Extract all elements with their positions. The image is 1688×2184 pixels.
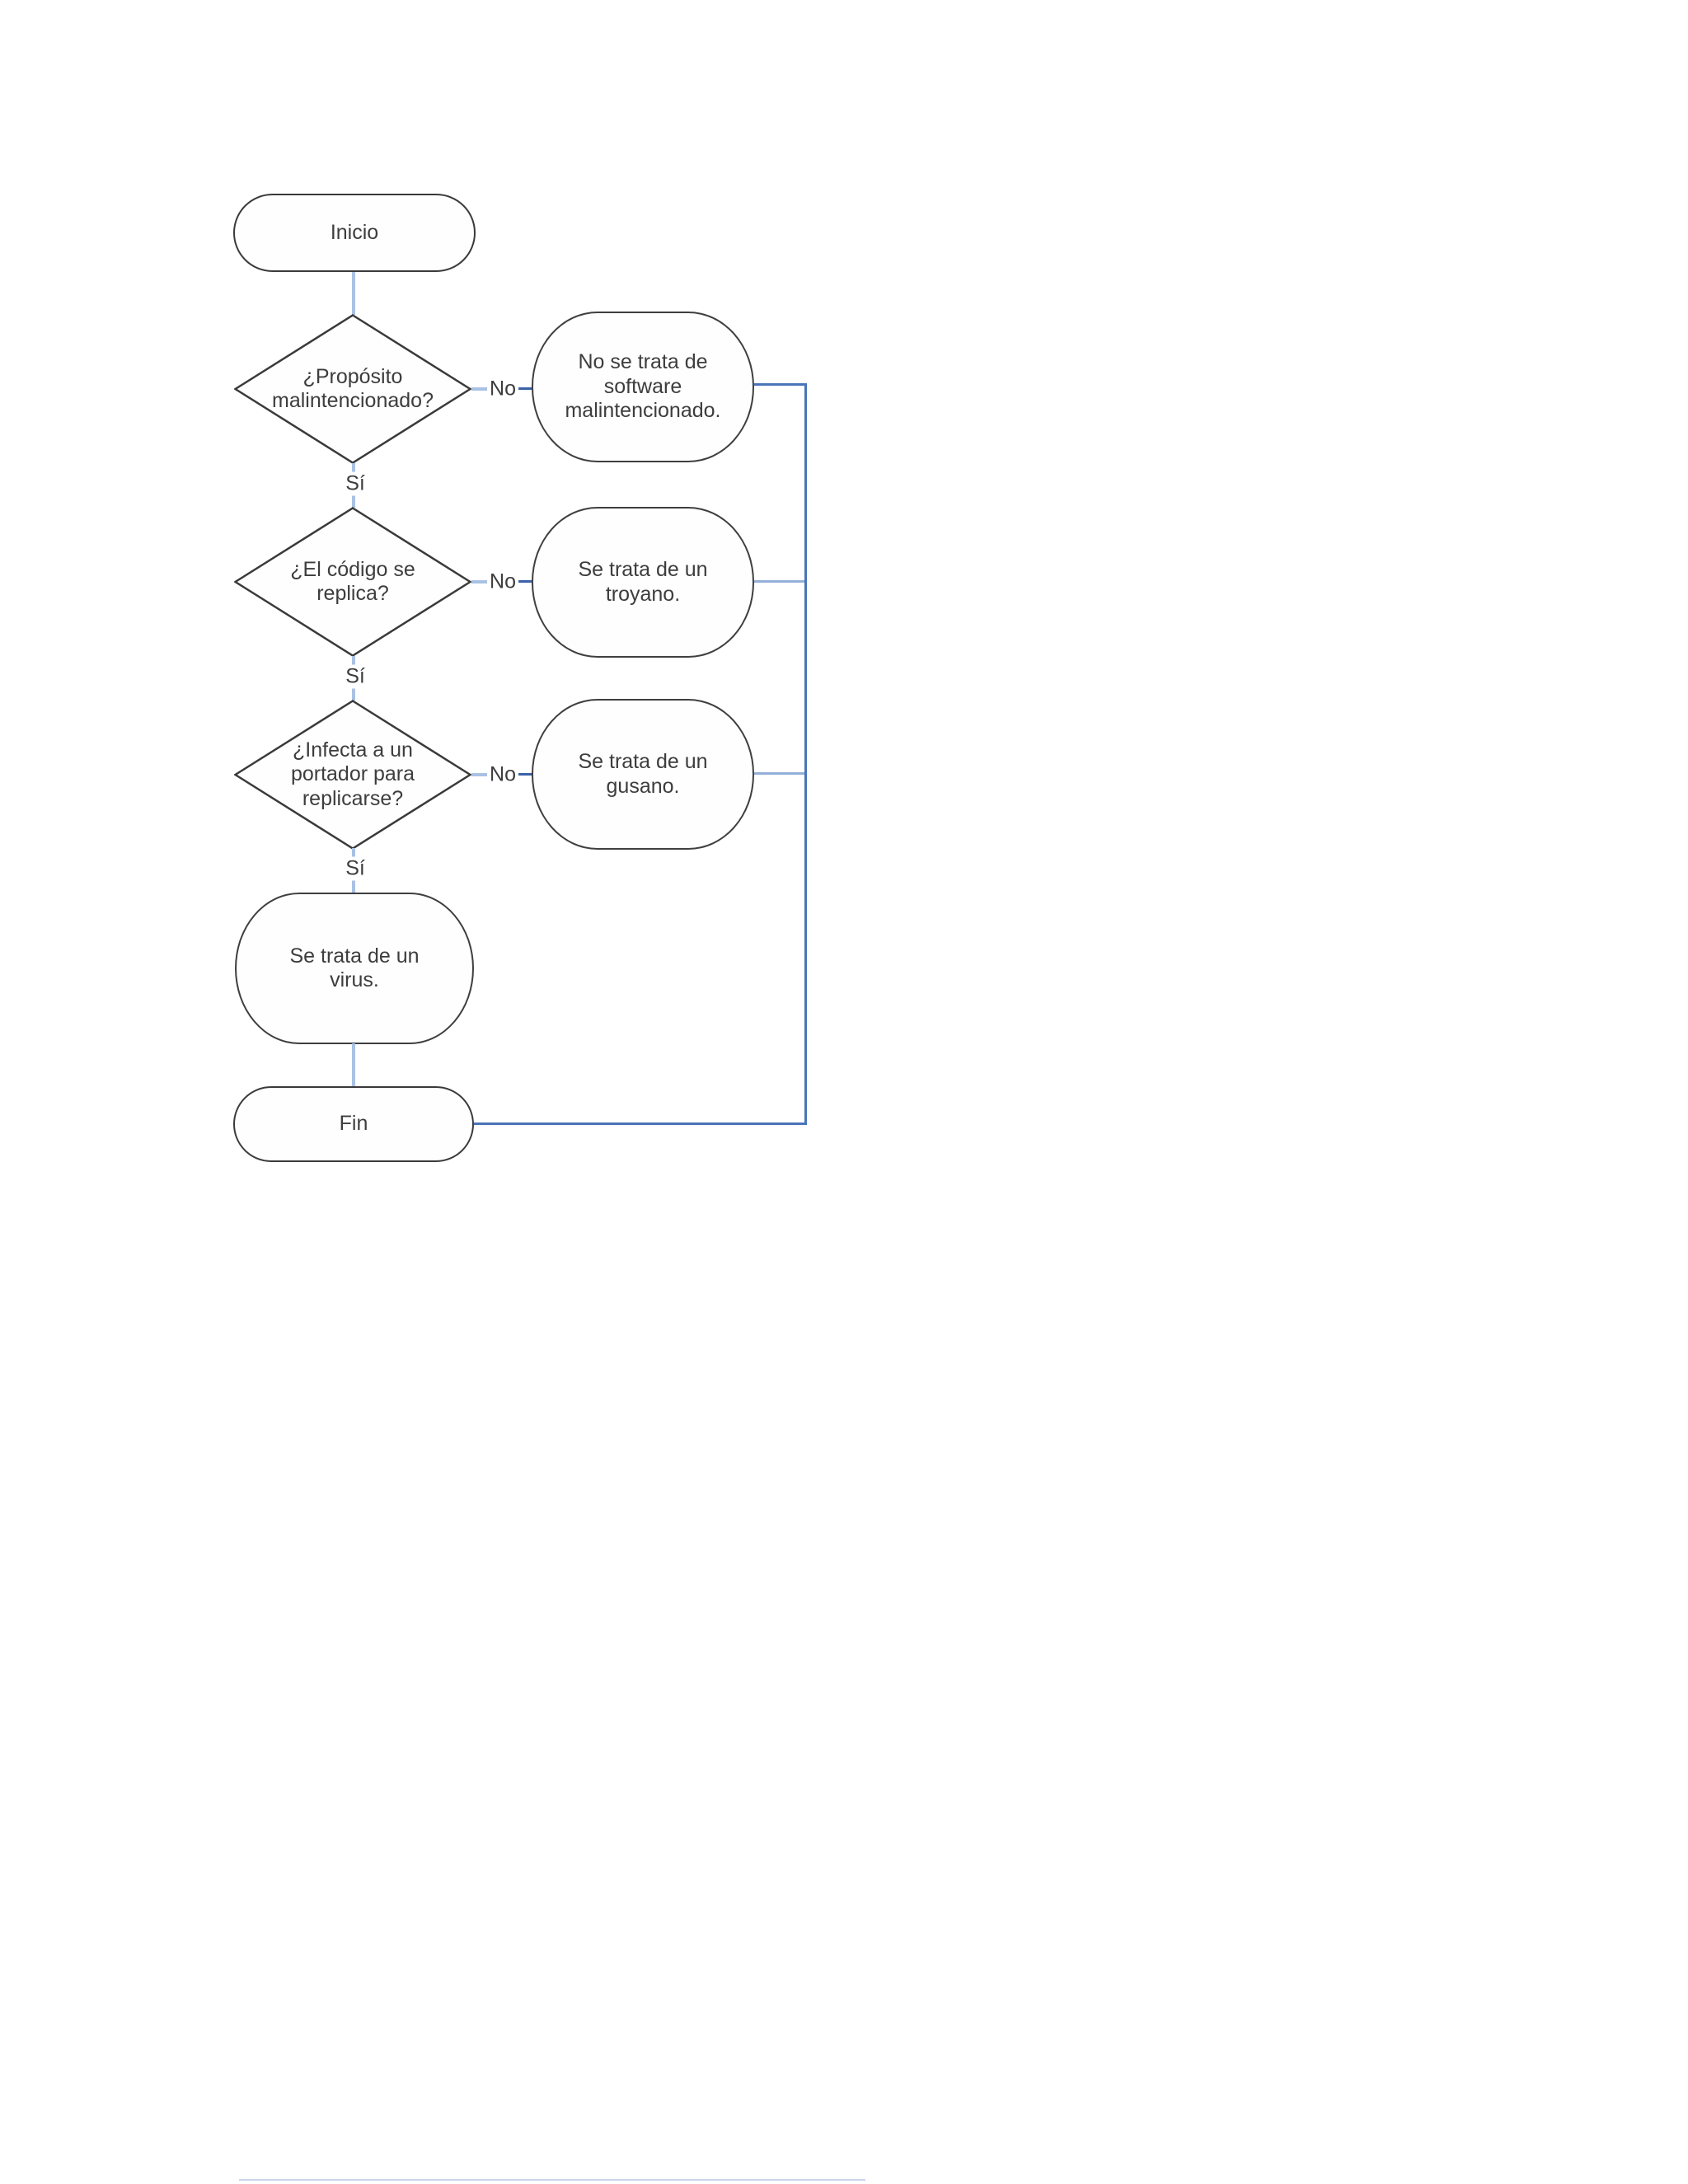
no-label-1: No — [487, 377, 518, 401]
result-virus: Se trata de un virus. — [235, 893, 474, 1044]
diamond-shape — [234, 507, 471, 657]
start-node-label: Inicio — [330, 220, 379, 244]
decision-infects-carrier: ¿Infecta a un portador para replicarse? — [234, 700, 471, 850]
yes-label-1: Sí — [343, 471, 368, 496]
result-worm-label: Se trata de un gusano. — [578, 750, 708, 798]
connector-decision3-no-left — [471, 773, 499, 776]
yes-label-3: Sí — [343, 856, 368, 881]
connector-result3-to-merge — [754, 772, 805, 775]
decision-infects-carrier-label: ¿Infecta a un portador para replicarse? — [290, 738, 415, 810]
connector-decision1-no-left — [471, 387, 499, 391]
result-trojan: Se trata de un troyano. — [532, 507, 754, 658]
connector-merge-vertical — [804, 383, 807, 1125]
connector-decision2-no-right — [513, 580, 532, 583]
end-node: Fin — [233, 1086, 474, 1162]
connector-virus-to-end — [352, 1043, 355, 1087]
result-worm: Se trata de un gusano. — [532, 699, 754, 850]
decision-code-replicates-label: ¿El código se replica? — [290, 557, 415, 606]
connector-result2-to-merge — [754, 580, 805, 583]
no-label-2: No — [487, 569, 518, 594]
connector-decision3-no-right — [513, 773, 532, 776]
yes-label-2: Sí — [343, 664, 368, 689]
start-node: Inicio — [233, 194, 476, 272]
diamond-shape — [234, 314, 471, 464]
end-node-label: Fin — [339, 1112, 368, 1136]
decision-code-replicates: ¿El código se replica? — [234, 507, 471, 657]
connector-decision1-no-right — [513, 387, 532, 390]
result-not-malware-label: No se trata de software malintencionado. — [565, 350, 721, 423]
result-trojan-label: Se trata de un troyano. — [578, 558, 708, 606]
connector-merge-to-end — [474, 1122, 807, 1125]
connector-decision2-no-left — [471, 580, 499, 583]
decision-malicious-purpose-label: ¿Propósito malintencionado? — [272, 364, 434, 413]
result-not-malware: No se trata de software malintencionado. — [532, 312, 754, 462]
connector-result1-to-merge — [754, 383, 807, 386]
decision-malicious-purpose: ¿Propósito malintencionado? — [234, 314, 471, 464]
connector-start-to-decision1 — [352, 272, 355, 315]
page-bottom-rule — [239, 2179, 865, 2181]
no-label-3: No — [487, 762, 518, 787]
result-virus-label: Se trata de un virus. — [289, 944, 420, 992]
